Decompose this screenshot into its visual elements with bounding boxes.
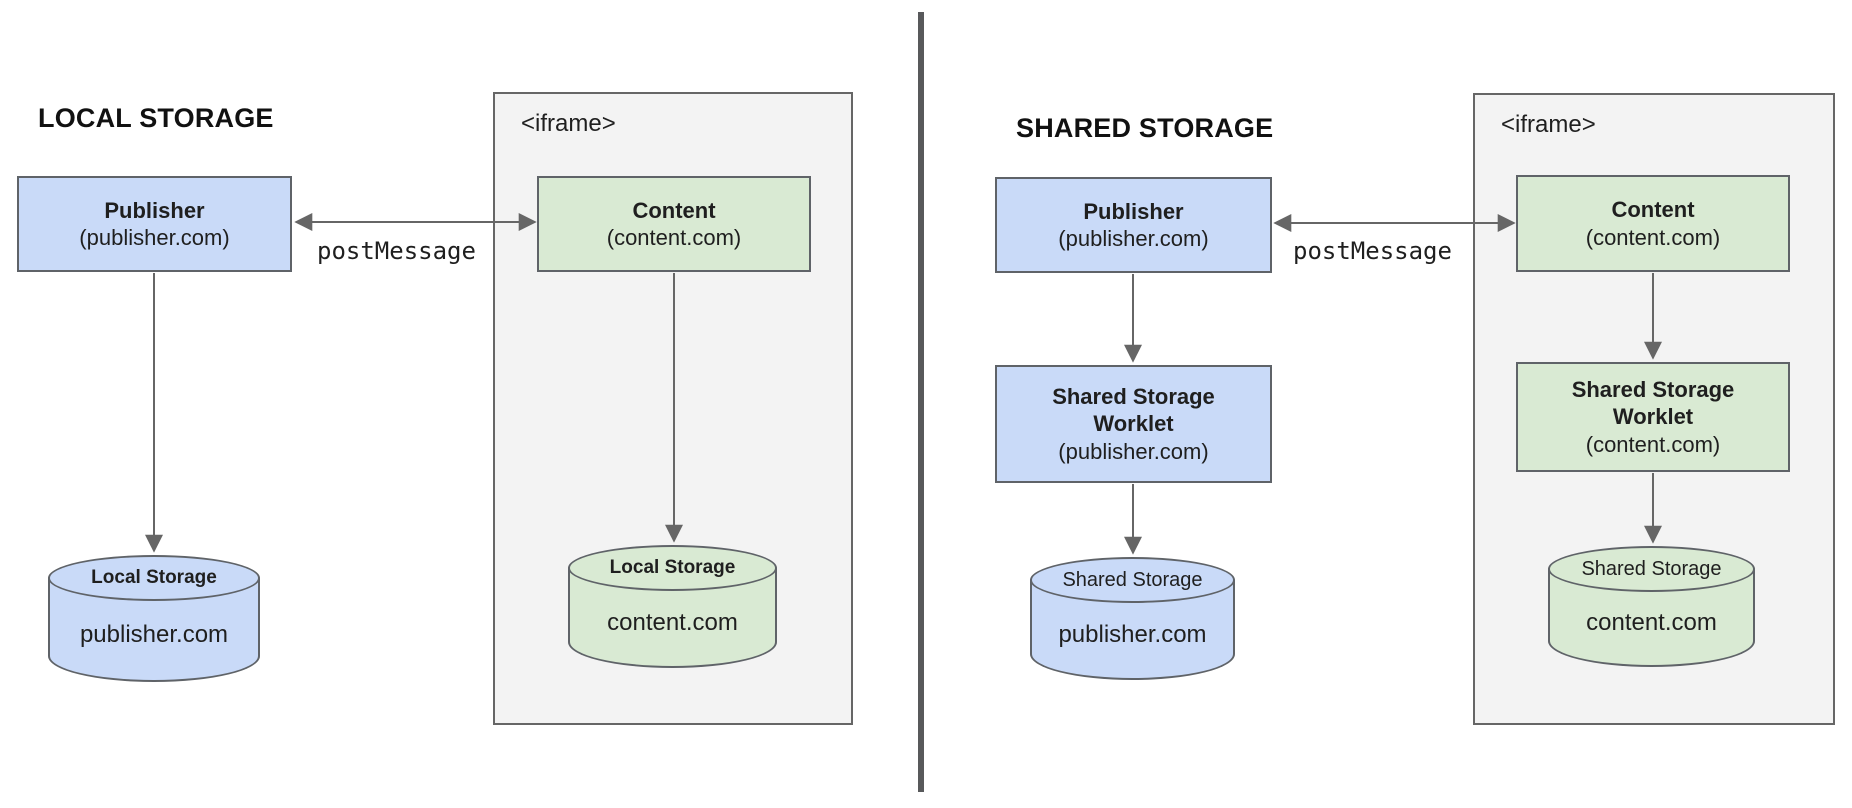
local-content-box: Content (content.com) — [537, 176, 811, 272]
shared-publisher-worklet-box: Shared Storage Worklet (publisher.com) — [995, 365, 1272, 483]
shared-postmessage-label: postMessage — [1293, 237, 1452, 265]
shared-publisher-box: Publisher (publisher.com) — [995, 177, 1272, 273]
shared-publisher-worklet-name-line2: Worklet — [1093, 411, 1174, 437]
local-storage-title: LOCAL STORAGE — [38, 103, 274, 133]
cylinder-top-ellipse: Shared Storage — [1548, 546, 1755, 592]
shared-content-worklet-origin: (content.com) — [1585, 431, 1721, 457]
local-publisher-origin: (publisher.com) — [79, 225, 230, 250]
shared-publisher-storage-label: Shared Storage — [1062, 568, 1203, 591]
local-content-storage-cylinder: Local Storage content.com — [568, 545, 777, 668]
shared-content-storage-cylinder: Shared Storage content.com — [1548, 546, 1755, 667]
local-postmessage-label: postMessage — [317, 237, 476, 265]
shared-content-worklet-box: Shared Storage Worklet (content.com) — [1516, 362, 1790, 472]
local-content-name: Content — [632, 197, 716, 223]
shared-content-storage-origin: content.com — [1586, 608, 1717, 636]
cylinder-top-ellipse: Local Storage — [568, 545, 777, 591]
cylinder-top-ellipse: Local Storage — [48, 555, 260, 601]
local-content-origin: (content.com) — [606, 225, 742, 250]
local-publisher-name: Publisher — [104, 197, 205, 223]
shared-content-storage-label: Shared Storage — [1581, 557, 1722, 580]
cylinder-top-ellipse: Shared Storage — [1030, 557, 1235, 603]
local-content-storage-origin: content.com — [607, 608, 738, 636]
shared-iframe-label: <iframe> — [1501, 111, 1596, 138]
local-content-storage-label: Local Storage — [609, 557, 736, 578]
local-publisher-storage-cylinder: Local Storage publisher.com — [48, 555, 260, 682]
shared-publisher-origin: (publisher.com) — [1058, 226, 1209, 251]
shared-content-name: Content — [1611, 197, 1695, 223]
local-iframe-label: <iframe> — [521, 110, 616, 137]
local-publisher-box: Publisher (publisher.com) — [17, 176, 292, 272]
shared-content-worklet-name-line2: Worklet — [1612, 404, 1694, 430]
shared-publisher-name: Publisher — [1083, 198, 1184, 224]
shared-publisher-worklet-origin: (publisher.com) — [1058, 438, 1209, 464]
shared-content-origin: (content.com) — [1585, 224, 1721, 250]
shared-content-box: Content (content.com) — [1516, 175, 1790, 272]
shared-storage-title: SHARED STORAGE — [1016, 113, 1274, 143]
shared-content-worklet-name-line1: Shared Storage — [1571, 377, 1735, 403]
shared-publisher-storage-origin: publisher.com — [1058, 620, 1207, 648]
shared-publisher-worklet-name-line1: Shared Storage — [1052, 384, 1215, 410]
shared-publisher-storage-cylinder: Shared Storage publisher.com — [1030, 557, 1235, 680]
local-publisher-storage-origin: publisher.com — [79, 620, 229, 648]
local-publisher-storage-label: Local Storage — [91, 567, 217, 588]
